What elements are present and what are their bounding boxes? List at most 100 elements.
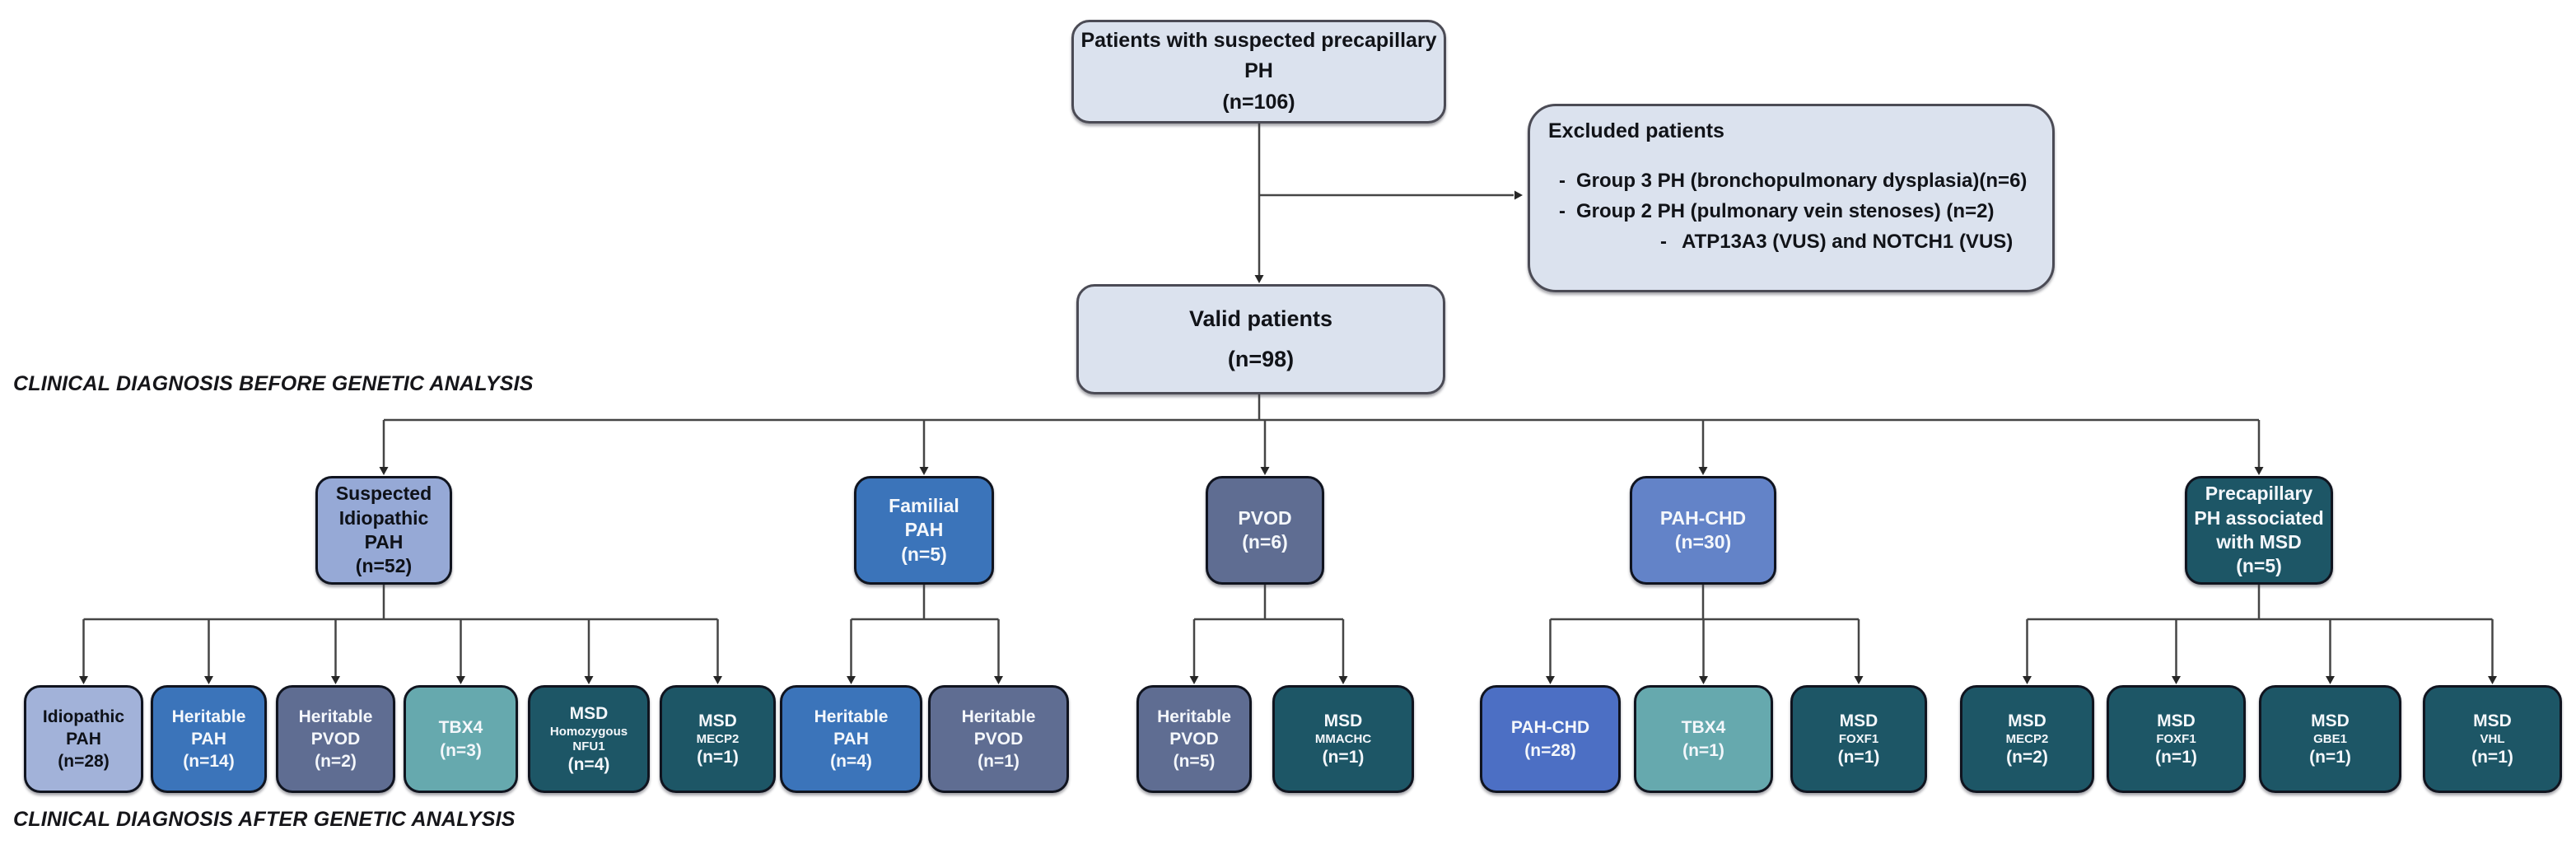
msd-gbe1-n1-label-line: MSD (2311, 711, 2350, 730)
idiopathic-pah-count: (n=28) (58, 752, 110, 772)
root-line-1: Patients with suspected precapillary (1080, 28, 1437, 52)
pah-chd-n28-node: PAH-CHD(n=28) (1480, 685, 1621, 793)
valid-patients-node: Valid patients (n=98) (1076, 284, 1445, 394)
msd-homozygous-nfu1-count: (n=4) (567, 754, 610, 774)
tbx4-n3-label-line: TBX4 (438, 718, 483, 738)
excluded-bullet-1: - Group 3 PH (bronchopulmonary dysplasia… (1548, 170, 2027, 193)
root-node-patients-suspected: Patients with suspected precapillary PH … (1071, 20, 1446, 124)
msd-vhl-n1-gene-label: VHL (2480, 731, 2505, 746)
suspected-idiopathic-pah-label-line: Idiopathic (338, 506, 429, 529)
heritable-pah-n4-count: (n=4) (830, 752, 872, 772)
msd-vhl-n1-count: (n=1) (2471, 748, 2513, 767)
excluded-bullet-1-text: Group 3 PH (bronchopulmonary dysplasia)(… (1576, 170, 2028, 192)
msd-mmachc-label-line: MSD (1323, 711, 1363, 730)
heritable-pvod-n5-label-line: PVOD (1169, 729, 1219, 749)
precapillary-ph-msd-label-line: PH associated (2194, 506, 2324, 529)
suspected-idiopathic-pah-label-line: Suspected (335, 483, 432, 505)
heritable-pah-n14-label-line: PAH (191, 729, 226, 749)
familial-pah-label-line: PAH (904, 519, 944, 541)
excluded-patients-node: Excluded patients - Group 3 PH (bronchop… (1528, 104, 2055, 292)
msd-gbe1-n1-count: (n=1) (2309, 748, 2351, 767)
msd-mecp2-n1-label-line: MSD (698, 711, 737, 730)
precapillary-ph-msd-count: (n=5) (2236, 555, 2282, 577)
pvod-node: PVOD(n=6) (1206, 476, 1324, 585)
suspected-idiopathic-pah-count: (n=52) (355, 555, 413, 577)
pah-chd-node: PAH-CHD(n=30) (1630, 476, 1776, 585)
pah-chd-label-line: PAH-CHD (1659, 506, 1747, 529)
excluded-bullet-2-text: Group 2 PH (pulmonary vein stenoses) (n=… (1576, 200, 1995, 222)
msd-foxf1-n1-label-line: MSD (2157, 711, 2196, 730)
bullet-marker: - (1660, 231, 1667, 253)
tbx4-n1-label-line: TBX4 (1681, 718, 1726, 738)
msd-mmachc-count: (n=1) (1322, 748, 1365, 767)
msd-foxf1-n1-count: (n=1) (2155, 748, 2197, 767)
pah-chd-count: (n=30) (1674, 531, 1732, 553)
bullet-marker: - (1559, 170, 1566, 192)
heritable-pah-n4-label-line: PAH (833, 729, 869, 749)
msd-foxf1-pahchd-gene-label: FOXF1 (1838, 731, 1879, 746)
familial-pah-count: (n=5) (901, 543, 947, 565)
excluded-bullet-2: - Group 2 PH (pulmonary vein stenoses) (… (1548, 200, 2027, 223)
tbx4-n3-node: TBX4(n=3) (404, 685, 518, 793)
heritable-pvod-n2-label-line: PVOD (310, 729, 361, 749)
msd-mecp2-n2-label-line: MSD (2008, 711, 2046, 730)
section-label-after-genetic-analysis: CLINICAL DIAGNOSIS AFTER GENETIC ANALYSI… (13, 808, 516, 831)
msd-foxf1-pahchd-count: (n=1) (1837, 748, 1880, 767)
heritable-pah-n14-label-line: Heritable (171, 707, 246, 726)
excluded-sub-bullet: - ATP13A3 (VUS) and NOTCH1 (VUS) (1548, 231, 2027, 254)
pvod-label-line: PVOD (1238, 506, 1292, 529)
heritable-pvod-n5-label-line: Heritable (1157, 707, 1231, 726)
msd-homozygous-nfu1-gene-label: Homozygous (549, 725, 628, 739)
root-line-n: (n=106) (1222, 90, 1295, 114)
msd-homozygous-nfu1-gene-label: NFU1 (572, 739, 605, 753)
msd-mmachc-gene-label: MMACHC (1314, 731, 1372, 746)
msd-gbe1-n1-gene-label: GBE1 (2313, 731, 2347, 746)
bullet-marker: - (1559, 200, 1566, 222)
valid-line-n: (n=98) (1227, 347, 1295, 371)
heritable-pvod-n1-label-line: PVOD (973, 729, 1024, 749)
pah-chd-n28-label-line: PAH-CHD (1510, 718, 1590, 738)
suspected-idiopathic-pah-label-line: PAH (364, 531, 404, 553)
msd-mecp2-n1-gene-label: MECP2 (696, 731, 740, 746)
msd-foxf1-n1-gene-label: FOXF1 (2156, 731, 2196, 746)
msd-foxf1-pahchd-label-line: MSD (1839, 711, 1878, 730)
heritable-pvod-n1-label-line: Heritable (961, 707, 1036, 726)
precapillary-ph-msd-label-line: Precapillary (2205, 483, 2313, 505)
heritable-pah-n14-count: (n=14) (183, 752, 235, 772)
root-line-2: PH (1244, 59, 1273, 83)
idiopathic-pah-label-line: Idiopathic (42, 707, 125, 726)
familial-pah-label-line: Familial (889, 494, 959, 516)
heritable-pvod-n1-count: (n=1) (978, 752, 1020, 772)
pvod-count: (n=6) (1242, 531, 1288, 553)
tbx4-n3-count: (n=3) (440, 740, 482, 760)
tbx4-n1-count: (n=1) (1682, 740, 1724, 760)
heritable-pah-n4-label-line: Heritable (814, 707, 889, 726)
heritable-pvod-n5-count: (n=5) (1173, 752, 1216, 772)
section-label-before-genetic-analysis: CLINICAL DIAGNOSIS BEFORE GENETIC ANALYS… (13, 372, 534, 395)
pah-chd-n28-count: (n=28) (1524, 740, 1576, 760)
precapillary-ph-msd-label-line: with MSD (2216, 531, 2302, 553)
excluded-sub-bullet-text: ATP13A3 (VUS) and NOTCH1 (VUS) (1682, 231, 2014, 253)
msd-mecp2-n2-gene-label: MECP2 (2005, 731, 2049, 746)
heritable-pvod-n2-label-line: Heritable (298, 707, 373, 726)
msd-mecp2-n2-count: (n=2) (2006, 748, 2048, 767)
msd-vhl-n1-label-line: MSD (2473, 711, 2512, 730)
msd-homozygous-nfu1-label-line: MSD (569, 703, 609, 723)
